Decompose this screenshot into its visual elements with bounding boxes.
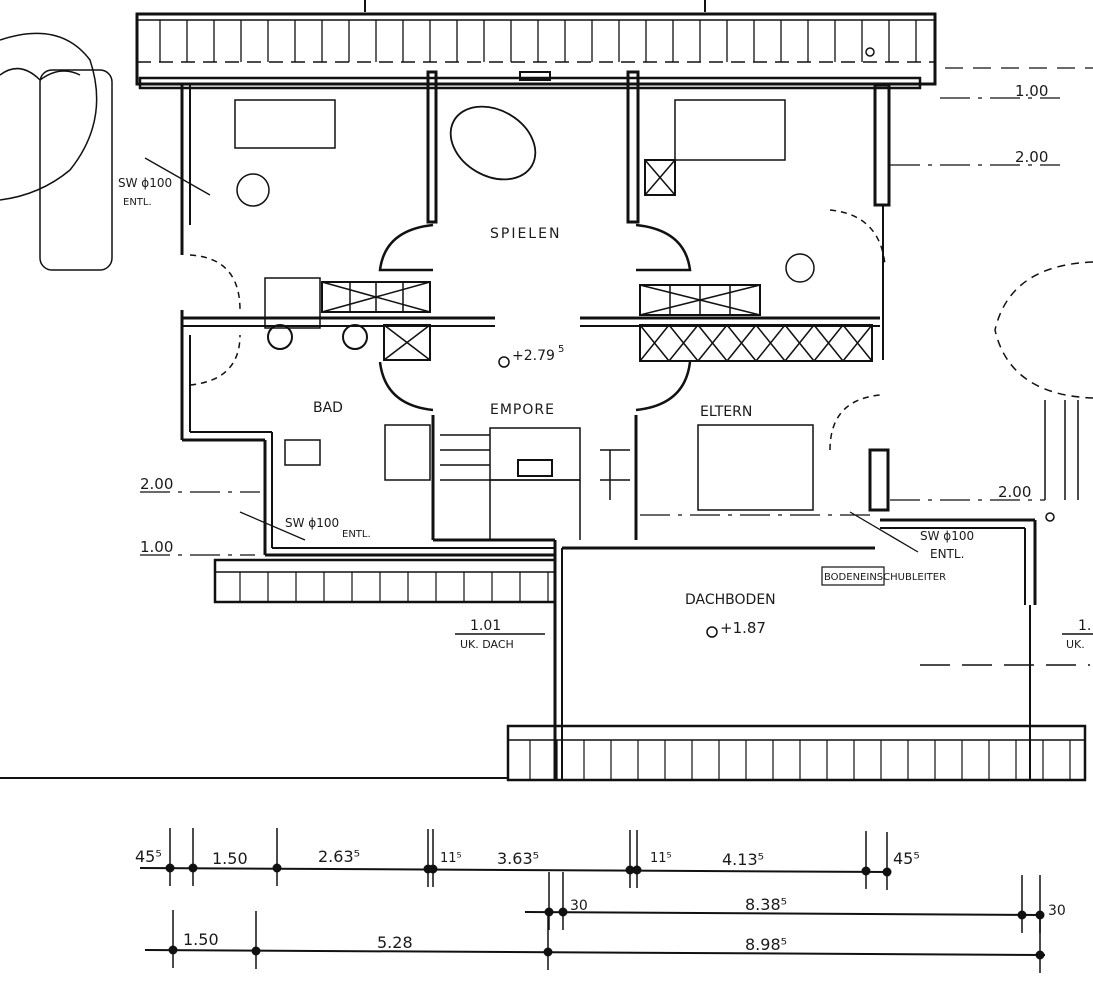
dimension-lines <box>139 828 1046 973</box>
note-uk-dach-right: 1. <box>1078 618 1091 634</box>
dimension-dot <box>861 866 871 876</box>
dim-label: 11⁵ <box>650 851 672 866</box>
dimension-dot <box>1017 910 1027 920</box>
height-mark: 2.00 <box>140 475 173 493</box>
dimension-dot <box>543 947 553 957</box>
roof-eave-lower-left <box>213 558 557 604</box>
note-uk-dach-left: 1.01 <box>470 618 501 634</box>
dimension-dot <box>632 865 642 875</box>
tree-right <box>994 261 1093 399</box>
note-sw-right: SW ϕ100 <box>920 529 974 543</box>
dimension-dot <box>558 907 568 917</box>
dimension-dot <box>165 863 175 873</box>
dim-label: 8.38⁵ <box>745 895 787 914</box>
note-sw-left: SW ϕ100 <box>118 176 172 190</box>
room-label-bad: BAD <box>313 400 343 416</box>
dim-label: 45⁵ <box>893 849 920 868</box>
level-marker-empore: +2.79 5 <box>498 344 564 368</box>
note-ladder: BODENEINSCHUBLEITER <box>824 572 946 583</box>
dimension-dot <box>882 867 892 877</box>
room-label-spielen: SPIELEN <box>490 226 561 242</box>
dimension-dot <box>1035 950 1045 960</box>
dimension-dot <box>251 946 261 956</box>
dachboden-walls <box>0 400 1090 782</box>
svg-text:UK.: UK. <box>1066 638 1085 651</box>
room-label-empore: EMPORE <box>490 402 555 418</box>
height-mark: 1.00 <box>140 538 173 556</box>
svg-text:ENTL.: ENTL. <box>123 197 152 208</box>
dimension-dot <box>272 863 282 873</box>
dim-label: 3.63⁵ <box>497 849 539 868</box>
dimension-dot <box>428 864 438 874</box>
height-mark: 1.00 <box>1015 82 1048 100</box>
dimension-dot <box>544 907 554 917</box>
dim-label: 2.63⁵ <box>318 847 360 866</box>
room-label-eltern: ELTERN <box>700 404 752 420</box>
dimension-dot <box>168 945 178 955</box>
dim-label: 30 <box>1048 903 1066 919</box>
svg-text:ENTL.: ENTL. <box>342 529 371 540</box>
dim-label: 30 <box>570 898 588 914</box>
dim-label: 11⁵ <box>440 851 462 866</box>
level-marker-dachboden: +1.87 <box>706 619 766 638</box>
dimension-dot <box>625 865 635 875</box>
room-label-dachboden: DACHBODEN <box>685 592 776 608</box>
height-mark: 2.00 <box>1015 148 1048 166</box>
dim-label: 5.28 <box>377 933 413 952</box>
tree-left <box>0 32 113 271</box>
note-sw-bottom: SW ϕ100 <box>285 516 339 530</box>
dim-label: 1.50 <box>212 849 248 868</box>
dim-label: 8.98⁵ <box>745 935 787 954</box>
walls <box>138 70 922 557</box>
dim-label: 45⁵ <box>135 847 162 866</box>
svg-text:ENTL.: ENTL. <box>930 547 964 561</box>
svg-text:5: 5 <box>558 344 564 355</box>
dimension-dot <box>188 863 198 873</box>
svg-text:+2.79: +2.79 <box>512 348 555 364</box>
svg-text:UK. DACH: UK. DACH <box>460 638 514 651</box>
height-mark: 2.00 <box>998 483 1031 501</box>
roof-eave-top <box>135 0 937 86</box>
dim-label: 1.50 <box>183 930 219 949</box>
svg-text:+1.87: +1.87 <box>720 619 766 637</box>
dim-label: 4.13⁵ <box>722 850 764 869</box>
